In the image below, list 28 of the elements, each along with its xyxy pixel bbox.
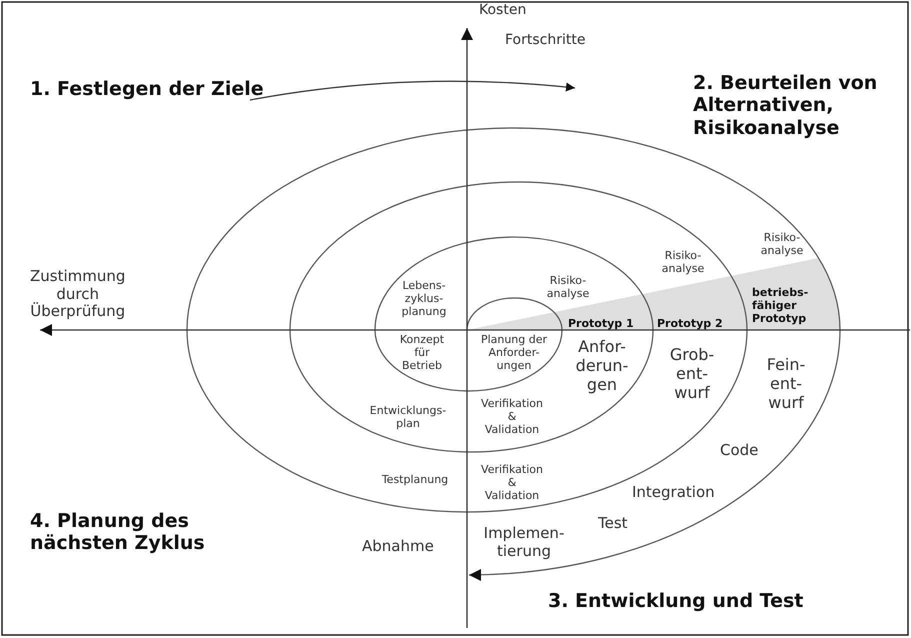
- phase-label: Risiko- analyse: [760, 232, 804, 258]
- axis-label: Zustimmung durch Überprüfung: [30, 268, 126, 322]
- phase-label: Anfor- derun- gen: [576, 338, 628, 395]
- phase-label: Verifikation & Validation: [481, 464, 543, 503]
- phase-label: Test: [598, 515, 628, 533]
- phase-label: Grob- ent- wurf: [670, 346, 714, 403]
- phase-label: Abnahme: [362, 538, 434, 556]
- phase-label: Risiko- analyse: [662, 250, 704, 276]
- phase-label: Entwicklungs- plan: [370, 405, 446, 431]
- phase-label: Planung der Anforder- ungen: [480, 334, 548, 373]
- phase-label: Verifikation & Validation: [481, 398, 543, 437]
- phase-label: Fein- ent- wurf: [766, 356, 806, 413]
- phase-label: Prototyp 2: [657, 318, 724, 331]
- phase-label: Lebens- zyklus- planung: [402, 280, 446, 319]
- phase-label: Integration: [632, 484, 715, 502]
- axis-label: Kosten: [479, 2, 526, 19]
- quadrant-heading: 1. Festlegen der Ziele: [30, 78, 265, 100]
- phase-label: Code: [720, 442, 758, 460]
- phase-label: Risiko- analyse: [546, 275, 590, 301]
- quadrant-heading: 3. Entwicklung und Test: [548, 590, 804, 612]
- phase-label: Implemen- tierung: [484, 525, 564, 560]
- phase-label: Prototyp 1: [568, 318, 635, 331]
- phase-label: Konzept für Betrieb: [400, 334, 444, 373]
- quadrant-heading: 4. Planung des nächsten Zyklus: [30, 510, 206, 555]
- quadrant-heading: 2. Beurteilen von Alternativen, Risikoanalyse: [693, 72, 878, 140]
- phase-label: Testplanung: [382, 474, 448, 487]
- axis-label: Fortschritte: [505, 32, 586, 49]
- phase-label: betriebs- fähiger Prototyp: [752, 287, 808, 326]
